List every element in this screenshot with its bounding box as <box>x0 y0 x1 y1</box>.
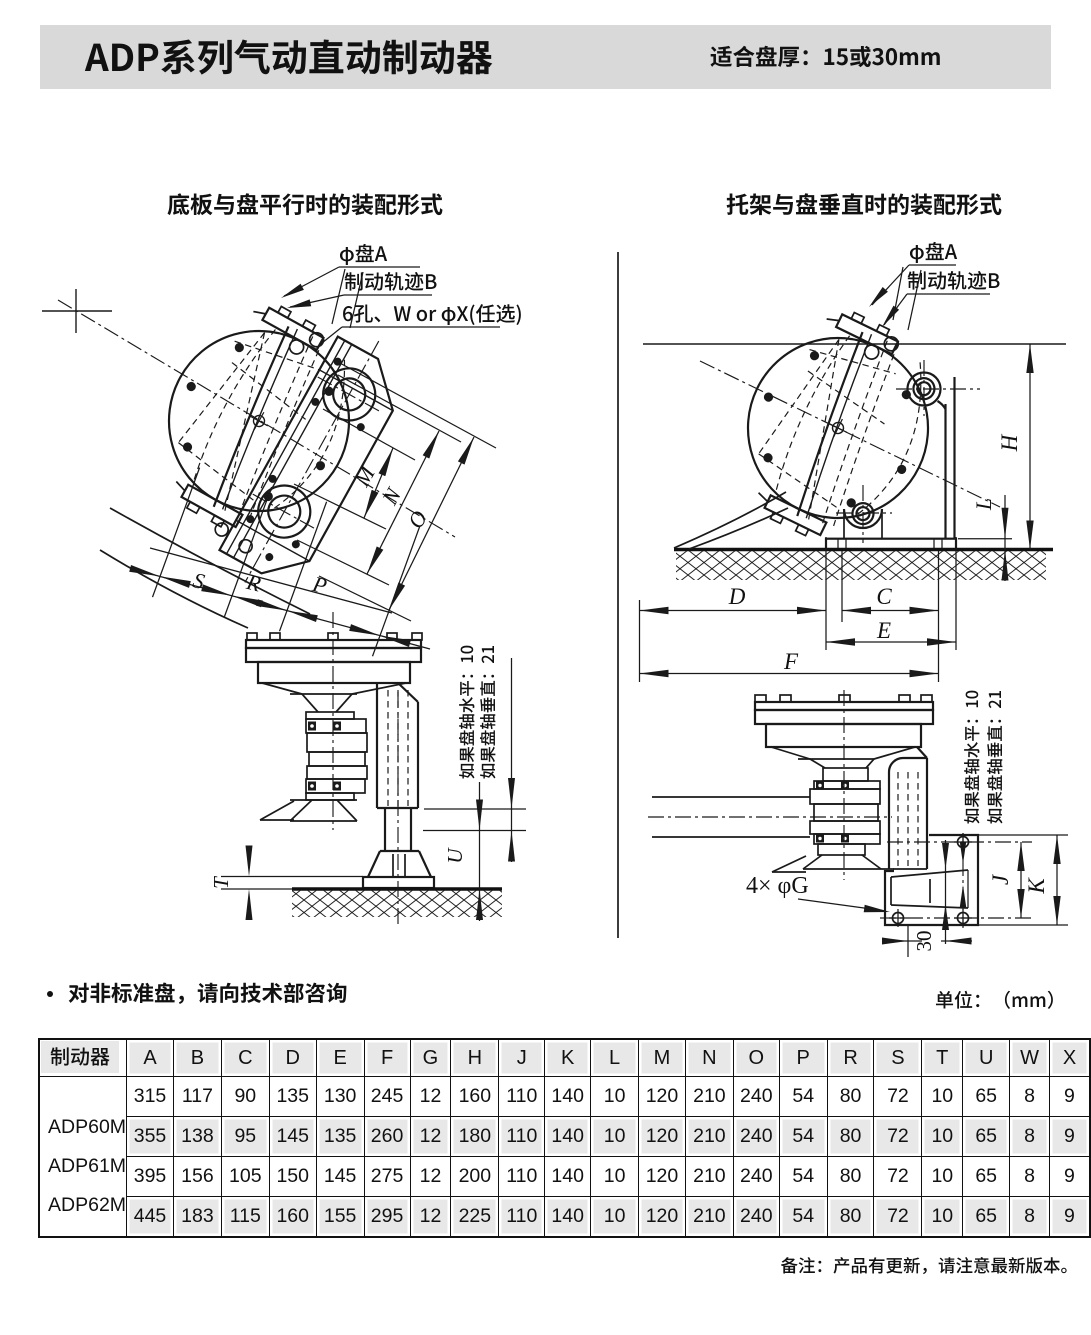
svg-text:U: U <box>443 847 467 864</box>
svg-text:T: T <box>209 876 233 889</box>
svg-text:P: P <box>309 571 329 599</box>
svg-text:H: H <box>997 433 1022 452</box>
svg-text:K: K <box>1024 877 1049 895</box>
svg-text:L: L <box>971 498 996 511</box>
svg-text:D: D <box>728 584 746 609</box>
svg-text:E: E <box>876 618 891 643</box>
svg-text:F: F <box>783 649 799 674</box>
svg-text:J: J <box>988 873 1013 885</box>
svg-text:R: R <box>243 569 264 597</box>
svg-text:C: C <box>876 584 892 609</box>
svg-text:4× φG: 4× φG <box>746 873 809 899</box>
svg-text:O: O <box>403 506 433 532</box>
svg-text:M: M <box>349 461 381 491</box>
svg-text:30: 30 <box>912 931 936 952</box>
